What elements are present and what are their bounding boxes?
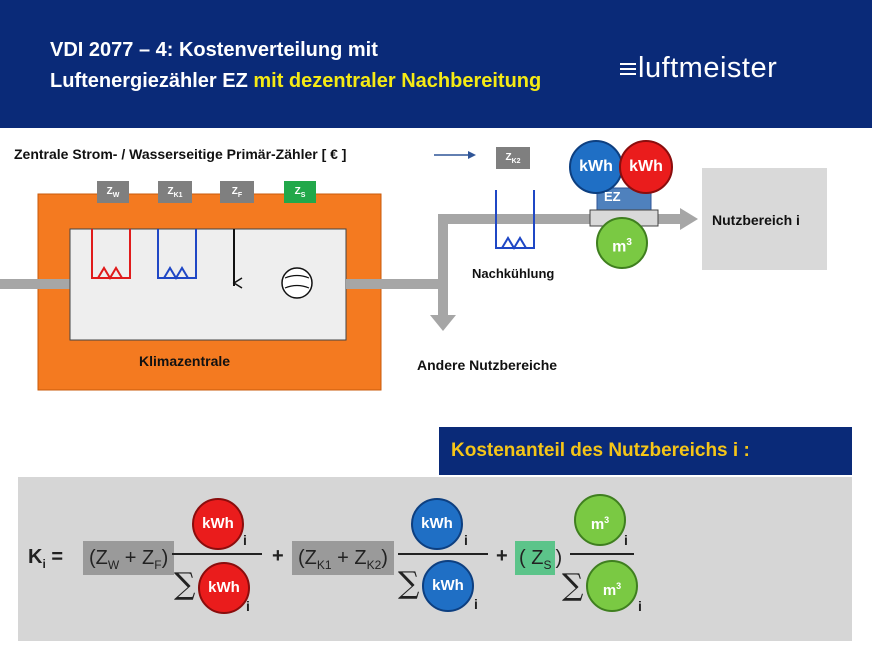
duct-down-branch [438, 289, 448, 315]
air-outlet-duct [346, 279, 448, 289]
term-zs-highlight: ( ZS [515, 541, 556, 575]
fraction2-denominator-kwh-icon: kWh [422, 560, 474, 612]
kwh-red-meter-icon: kWh [619, 140, 673, 194]
fraction3-numerator-index: i [624, 532, 628, 548]
cost-share-title: Kostenanteil des Nutzbereichs i : [439, 427, 852, 475]
fraction1-sigma: ∑ [174, 567, 196, 602]
fraction2-bar [398, 553, 488, 555]
term-zw-zf: (ZW + ZF) [83, 541, 175, 575]
fraction3-denominator-index: i [638, 598, 642, 614]
nutzbereich-label: Nutzbereich i [712, 212, 800, 228]
k-i-label: Ki = [28, 546, 64, 571]
meter-tag-zf: ZF [220, 181, 254, 203]
fraction3-sigma: ∑ [562, 568, 584, 603]
arrow-right-icon [680, 208, 698, 230]
slide-title-line1: VDI 2077 – 4: Kostenverteilung mit [50, 39, 378, 61]
fraction2-numerator-kwh-icon: kWh [411, 498, 463, 550]
arrow-down-icon [430, 315, 456, 331]
fraction1-denominator-index: i [246, 598, 250, 614]
air-inlet-duct [0, 279, 70, 289]
fraction2-sigma: ∑ [398, 566, 420, 601]
fraction3-denominator-m3-icon: m3 [586, 560, 638, 612]
duct-riser [438, 214, 448, 289]
primary-meters-label: Zentrale Strom- / Wasserseitige Primär-Z… [14, 146, 347, 162]
duct-to-nutzbereich [438, 214, 682, 224]
klimazentrale-label: Klimazentrale [139, 353, 231, 369]
fraction3-bar [570, 553, 634, 555]
system-diagram [0, 151, 827, 391]
logo-speed-lines-icon [620, 60, 636, 78]
pointer-arrow-icon [468, 151, 476, 159]
nutzbereich-box [702, 168, 827, 270]
m3-meter-icon: m3 [596, 217, 648, 269]
header-banner [0, 0, 872, 128]
aftercooling-coil-zigzag [501, 236, 527, 250]
fraction1-numerator-kwh-icon: kWh [192, 498, 244, 550]
humidifier-valve-icon [232, 277, 243, 289]
kwh-blue-meter-icon: kWh [569, 140, 623, 194]
meter-tag-zk2: ZK2 [496, 147, 530, 169]
meter-tag-zs: ZS [284, 181, 316, 203]
plus-sign-2: + [496, 545, 508, 567]
fan-icon [281, 267, 313, 299]
fraction1-denominator-kwh-icon: kWh [198, 562, 250, 614]
nachkuehlung-label: Nachkühlung [472, 266, 555, 281]
plus-sign-1: + [272, 545, 284, 567]
meter-tag-zk1: ZK1 [158, 181, 192, 203]
term-zs: ( ZS) [515, 541, 562, 575]
fraction1-numerator-index: i [243, 532, 247, 548]
fraction2-denominator-index: i [474, 596, 478, 612]
term-zk1-zk2: (ZK1 + ZK2) [292, 541, 394, 575]
title-plain-text: Luftenergiezähler EZ [50, 70, 254, 92]
cooling-coil-zigzag [163, 266, 189, 280]
luftmeister-logo: luftmeister [620, 52, 777, 85]
logo-text: luftmeister [638, 52, 778, 84]
heating-coil-zigzag [97, 266, 123, 280]
fraction1-bar [172, 553, 262, 555]
andere-nutzbereiche-label: Andere Nutzbereiche [417, 357, 558, 373]
fraction3-numerator-m3-icon: m3 [574, 494, 626, 546]
ez-label: EZ [604, 189, 621, 204]
meter-tag-zw: ZW [97, 181, 129, 203]
title-highlight-text: mit dezentraler Nachbereitung [253, 70, 542, 92]
slide-title-line2: Luftenergiezähler EZ mit dezentraler Nac… [50, 70, 541, 93]
fraction2-numerator-index: i [464, 532, 468, 548]
